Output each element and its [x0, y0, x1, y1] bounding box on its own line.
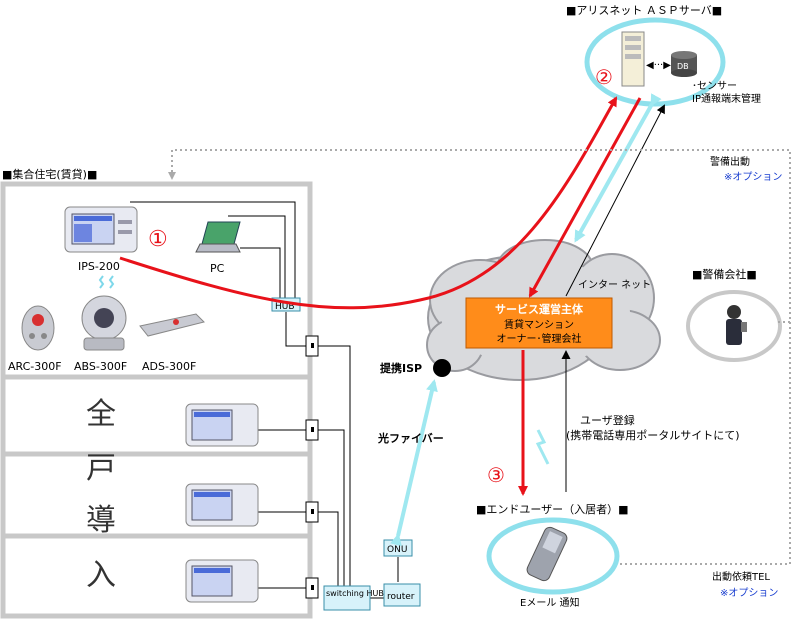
router-label: router	[387, 592, 415, 602]
onu-label: ONU	[387, 545, 407, 555]
arc-300f-remote-icon	[21, 305, 55, 351]
housing-building	[0, 181, 313, 619]
switching-hub-box	[323, 585, 371, 611]
mobile-phone-icon	[526, 526, 568, 582]
cyan-link-server	[574, 93, 662, 243]
arrow-1-report	[119, 96, 618, 310]
end-user-ring	[486, 517, 620, 595]
mobile-signal-icon	[535, 429, 550, 465]
marker-2: ②	[595, 65, 613, 89]
housing-title: ■集合住宅(賃貸)■	[2, 167, 97, 181]
security-ring	[686, 290, 782, 362]
unit-terminal-2	[185, 483, 259, 527]
switching-hub-label: switching HUB	[326, 589, 384, 598]
device-arc: ARC-300F	[8, 360, 62, 373]
full-intro-char-1: 全	[86, 397, 116, 432]
router-box	[383, 583, 421, 607]
abs-300f-sensor-icon	[81, 295, 127, 351]
unit-terminal-1	[185, 403, 259, 447]
wiring	[130, 201, 399, 599]
operator-line2: オーナー･管理会社	[497, 332, 582, 345]
ips-200-terminal	[64, 206, 138, 253]
arrow-registration-to-server	[565, 104, 665, 297]
asp-title: ■アリスネット ＡＳＰサーバ■	[566, 4, 722, 17]
db-label: DB	[677, 62, 689, 71]
full-intro-char-3: 導	[86, 503, 116, 538]
dispatch-option: ※オプション	[724, 171, 782, 183]
marker-1: ①	[148, 227, 168, 252]
internet-label: インター ネット	[578, 279, 651, 291]
request-option: ※オプション	[720, 587, 778, 599]
fiber-label: 光ファイバー	[377, 431, 444, 445]
request-tel-label: 出動依頼TEL	[712, 570, 770, 583]
server-db-link: ◀···▶	[646, 60, 671, 71]
ips-label: IPS-200	[78, 260, 120, 273]
isp-node	[433, 359, 451, 377]
fiber-arrow	[390, 379, 438, 547]
server-tower-icon	[621, 31, 645, 87]
email-label: Eメール 通知	[520, 596, 580, 609]
pc-label: PC	[210, 262, 225, 275]
ads-300f-sensor-icon	[139, 313, 205, 337]
database-icon	[671, 51, 697, 77]
end-user-title: ■エンドユーザー（入居者）■	[476, 503, 629, 516]
full-intro-char-2: 戸	[86, 451, 116, 486]
security-guard-icon	[726, 305, 747, 345]
wireless-icon	[98, 275, 115, 289]
security-dotted-lines	[168, 149, 791, 565]
sensor-line2: IP通報端末管理	[692, 92, 761, 105]
operator-line1: 賃貸マンション	[504, 318, 574, 331]
outlet-dots	[311, 343, 314, 590]
device-abs: ABS-300F	[74, 360, 127, 373]
registration-line2: (携帯電話専用ポータルサイトにて)	[566, 428, 740, 442]
unit-terminal-3	[185, 559, 259, 603]
registration-line1: ユーザ登録	[580, 413, 635, 427]
full-intro-char-4: 入	[86, 558, 116, 593]
operator-box	[465, 297, 613, 349]
marker-3: ③	[487, 463, 505, 487]
pc-laptop-icon	[195, 221, 241, 253]
operator-title: サービス運営主体	[495, 302, 584, 316]
isp-label: 提携ISP	[380, 361, 422, 375]
security-company-title: ■警備会社■	[692, 267, 757, 281]
device-ads: ADS-300F	[142, 360, 196, 373]
dispatch-label: 警備出動	[710, 155, 750, 168]
hub-label: HUB	[275, 302, 295, 312]
sensor-line1: ･センサー	[692, 80, 737, 92]
